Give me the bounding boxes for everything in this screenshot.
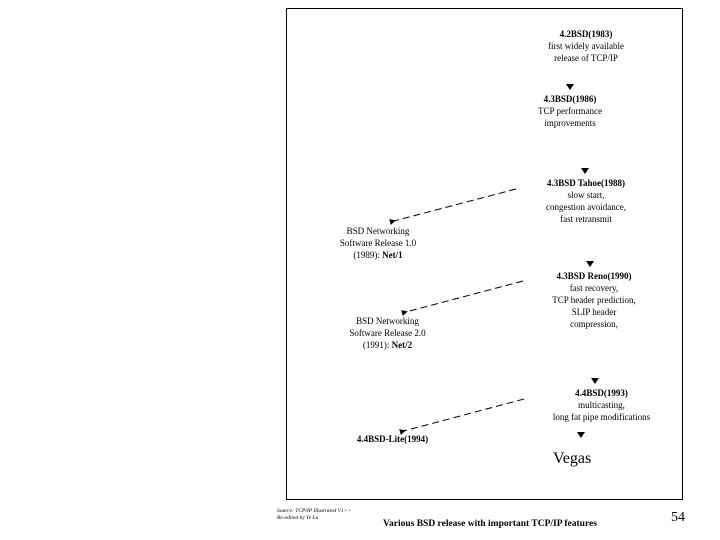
node-4-3-bsd-tahoe-line-2: congestion avoidance, (546, 202, 626, 212)
node-net2: BSD Networking Software Release 2.0 (199… (310, 315, 465, 351)
node-net1-release-tag: Net/1 (382, 250, 403, 260)
node-4-4-bsd-line-2: long fat pipe modifications (552, 412, 651, 422)
node-4-3-bsd-tahoe-title: 4.3BSD Tahoe(1988) (546, 178, 626, 188)
node-4-3-bsd: 4.3BSD(1986) TCP performance improvement… (500, 93, 640, 129)
node-4-3-bsd-reno: 4.3BSD Reno(1990) fast recovery, TCP hea… (524, 270, 664, 330)
node-4-3-bsd-tahoe-line-3: fast retransmit (560, 214, 612, 224)
node-net1-title: BSD Networking (346, 226, 410, 236)
source-note-line-1: Source: TCP/IP Illustrated V1>> (277, 508, 352, 514)
node-net1: BSD Networking Software Release 1.0 (198… (303, 225, 453, 261)
node-4-4-bsd-lite-title: 4.4BSD-Lite(1994) (356, 434, 429, 444)
node-net2-year: (1991): (362, 340, 392, 350)
node-4-4-bsd: 4.4BSD(1993) multicasting, long fat pipe… (524, 387, 679, 423)
node-4-3-bsd-tahoe: 4.3BSD Tahoe(1988) slow start, congestio… (516, 177, 656, 225)
node-net1-line-1: Software Release 1.0 (339, 238, 417, 248)
triangle-down-icon-4 (591, 378, 599, 384)
node-4-4-bsd-title: 4.4BSD(1993) (575, 388, 628, 398)
source-note: Source: TCP/IP Illustrated V1>> Re-edite… (277, 508, 351, 522)
node-4-2-bsd-title: 4.2BSD(1983) (559, 29, 613, 39)
node-4-3-bsd-line-1: TCP performance (538, 106, 602, 116)
node-4-3-bsd-line-2: improvements (544, 118, 596, 128)
node-net2-line-1: Software Release 2.0 (349, 328, 426, 338)
node-4-3-bsd-reno-line-1: fast recovery, (569, 283, 619, 293)
page-number: 54 (671, 510, 685, 525)
node-4-2-bsd-line-1: first widely available (548, 41, 624, 51)
node-4-2-bsd-line-2: release of TCP/IP (554, 53, 618, 63)
slide-frame-border (286, 8, 683, 500)
source-note-line-2: Re-edited by Ye Lu (277, 515, 319, 521)
triangle-down-icon-5 (577, 432, 585, 438)
node-4-4-bsd-line-1: multicasting, (578, 400, 625, 410)
node-vegas-label: Vegas (553, 450, 592, 467)
node-4-2-bsd: 4.2BSD(1983) first widely available rele… (516, 28, 656, 64)
triangle-down-icon-2 (581, 168, 589, 174)
triangle-down-icon-1 (566, 84, 574, 90)
node-4-3-bsd-reno-line-2: TCP header prediction, (552, 295, 636, 305)
node-net1-line-2: (1989): Net/1 (303, 249, 453, 261)
node-net2-line-2: (1991): Net/2 (310, 339, 465, 351)
slide-caption: Various BSD release with important TCP/I… (383, 519, 597, 529)
node-net2-release-tag: Net/2 (391, 340, 413, 350)
node-4-4-bsd-lite: 4.4BSD-Lite(1994) (315, 433, 470, 445)
node-4-3-bsd-reno-title: 4.3BSD Reno(1990) (556, 271, 632, 281)
node-net2-title: BSD Networking (356, 316, 419, 326)
node-net1-year: (1989): (353, 250, 383, 260)
node-4-3-bsd-title: 4.3BSD(1986) (543, 94, 597, 104)
node-4-3-bsd-reno-line-3: SLIP header (571, 307, 617, 317)
node-4-3-bsd-tahoe-line-1: slow start, (567, 190, 605, 200)
triangle-down-icon-3 (586, 261, 594, 267)
node-4-3-bsd-reno-line-4: compression, (570, 319, 618, 329)
